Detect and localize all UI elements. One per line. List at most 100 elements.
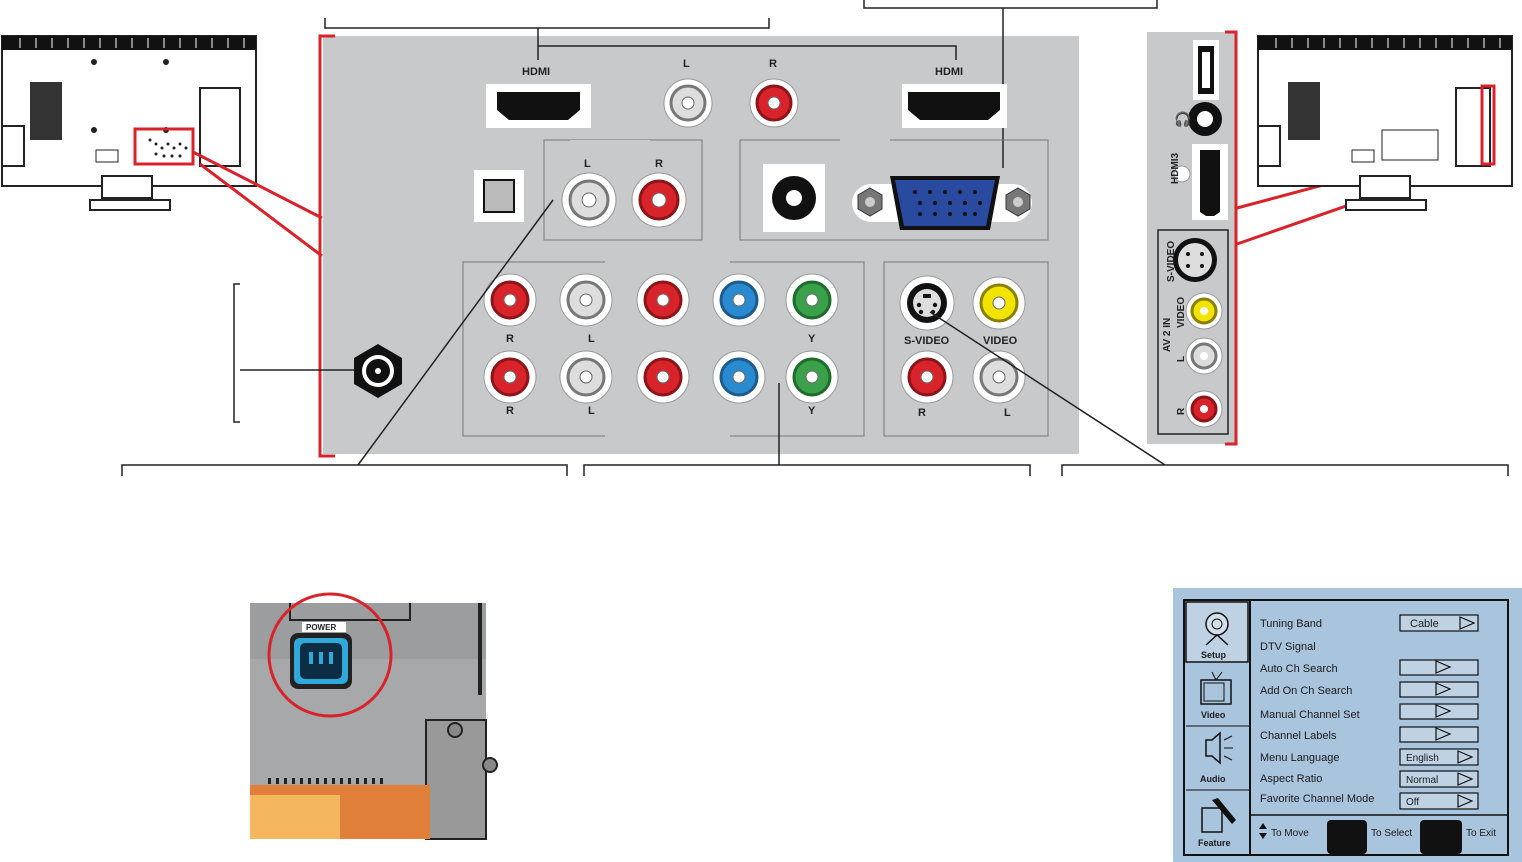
leader-line [199,162,323,258]
rca-jack-red [749,78,799,128]
vga-port [852,176,1032,230]
rca-jack-blue [712,273,766,327]
menu-item[interactable]: Manual Channel Set [1260,709,1360,721]
svg-text:Off: Off [1406,797,1419,808]
svideo-label: S-VIDEO [904,335,950,347]
svg-text:DTV Signal: DTV Signal [1260,641,1316,653]
hdmi-left-label: HDMI [522,66,550,78]
highlight-circle [267,592,393,718]
exit-key [1420,820,1462,854]
hdmi3-label: HDMI3 [1170,152,1181,184]
arrow-box[interactable] [1399,726,1479,743]
rca-jack-white [559,350,613,404]
antenna-connector [354,344,402,398]
side-connector-panel: 🎧 HDMI3 S-VIDEO VIDEO AV 2 IN [1147,30,1238,446]
rca-jack-red [1185,390,1223,428]
hdmi3-port [1173,144,1228,220]
av-r-label: R [918,407,926,419]
value-box[interactable]: Off [1399,792,1479,810]
arrow-box[interactable] [1399,681,1479,698]
arrow-box[interactable] [1399,659,1479,676]
rca-jack-red [483,273,537,327]
tv-back-right [1257,35,1513,211]
value-box[interactable]: English [1399,748,1479,766]
menu-item[interactable]: Auto Ch Search [1260,663,1338,675]
side-r-label: R [1176,407,1187,415]
row2-l-label: L [588,405,595,417]
audio-top-l-label: L [683,58,690,70]
osd-menu: Setup Video Audio Feature Tuning Band DT… [1173,588,1522,862]
footer-exit: To Exit [1466,828,1496,839]
side-svideo-label: S-VIDEO [1166,241,1177,282]
tab-video[interactable]: Video [1201,710,1226,720]
menu-item[interactable]: DTV Signal [1260,641,1316,653]
leader-line [192,150,323,220]
row1-r-label: R [506,333,514,345]
rca-jack-yellow [1185,292,1223,330]
svg-text:Channel Labels: Channel Labels [1260,730,1337,742]
rca-jack-white [972,350,1026,404]
updown-icon [1259,823,1267,839]
tv-back-left [1,35,257,211]
svg-text:Normal: Normal [1406,775,1438,786]
side-video-label: VIDEO [1176,297,1187,328]
setup-icon [1205,612,1229,646]
menu-item[interactable]: Favorite Channel Mode [1260,793,1374,805]
footer-move: To Move [1271,828,1309,839]
value-box[interactable]: Cable [1399,614,1479,632]
arrow-box[interactable] [1399,703,1479,720]
main-connector-panel: HDMI HDMI L R L R [233,0,1158,458]
rca-jack-white [663,78,713,128]
value-box[interactable]: Normal [1399,770,1479,788]
rca-jack-red [636,350,690,404]
video-icon [1200,671,1232,705]
hdmi-right-label: HDMI [935,66,963,78]
row1-y-label: Y [808,333,816,345]
svg-text:Add On Ch Search: Add On Ch Search [1260,685,1352,697]
av-l-label: L [1004,407,1011,419]
power-label: POWER [306,623,336,632]
svg-text:Manual Channel Set: Manual Channel Set [1260,709,1360,721]
svideo-port [1173,238,1217,282]
rca-jack-green [785,273,839,327]
pc-audio-jack [763,164,825,232]
svg-text:English: English [1406,753,1439,764]
select-key [1327,820,1367,854]
audio-mid-r-label: R [655,158,663,170]
rca-jack-white [559,273,613,327]
menu-item[interactable]: Channel Labels [1260,730,1337,742]
svg-text:Aspect Ratio: Aspect Ratio [1260,773,1322,785]
svg-text:Favorite Channel Mode: Favorite Channel Mode [1260,793,1374,805]
side-l-label: L [1176,356,1187,362]
rca-jack-white [561,172,617,228]
footer-select: To Select [1371,828,1412,839]
svg-text:Auto Ch Search: Auto Ch Search [1260,663,1338,675]
svideo-port [899,275,955,331]
optical-port [474,170,524,222]
callout-brackets [121,199,1509,476]
rca-jack-red [483,350,537,404]
rca-jack-red [900,350,954,404]
row2-r-label: R [506,405,514,417]
row2-y-label: Y [808,405,816,417]
svg-text:🎧: 🎧 [1174,111,1191,128]
rca-jack-red [631,172,687,228]
row1-l-label: L [588,333,595,345]
tab-feature[interactable]: Feature [1198,838,1231,848]
video-label: VIDEO [983,335,1018,347]
speaker-icon [1205,731,1233,765]
rca-jack-white [1185,337,1223,375]
menu-item[interactable]: Aspect Ratio [1260,773,1322,785]
av2in-label: AV 2 IN [1162,318,1173,352]
tab-audio[interactable]: Audio [1200,774,1226,784]
menu-item[interactable]: Menu Language [1260,752,1340,764]
menu-item[interactable]: Add On Ch Search [1260,685,1352,697]
menu-item[interactable]: Tuning Band [1260,618,1322,630]
rca-jack-blue [712,350,766,404]
svg-text:Tuning Band: Tuning Band [1260,618,1322,630]
rca-jack-red [636,273,690,327]
power-closeup: POWER [250,592,498,840]
rca-jack-green [785,350,839,404]
tab-setup[interactable]: Setup [1201,650,1227,660]
